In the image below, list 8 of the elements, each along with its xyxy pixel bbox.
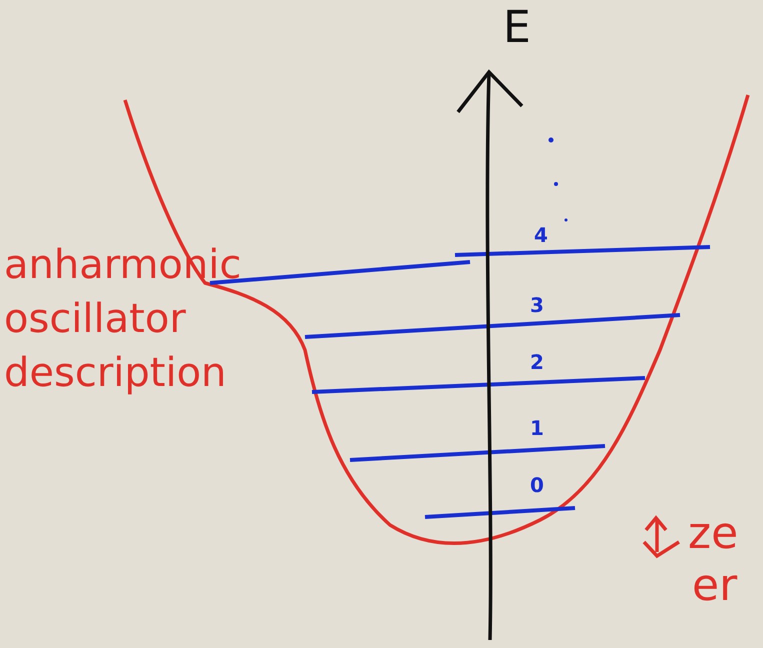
level-number: 1 bbox=[530, 416, 544, 440]
level-number: 2 bbox=[530, 350, 544, 374]
level-number: 0 bbox=[530, 473, 544, 497]
note-text: er bbox=[692, 560, 738, 613]
level-number: 4 bbox=[534, 223, 548, 247]
level-number: 3 bbox=[530, 293, 544, 317]
axis-label: E bbox=[503, 2, 531, 55]
note-text: ze bbox=[688, 508, 738, 561]
